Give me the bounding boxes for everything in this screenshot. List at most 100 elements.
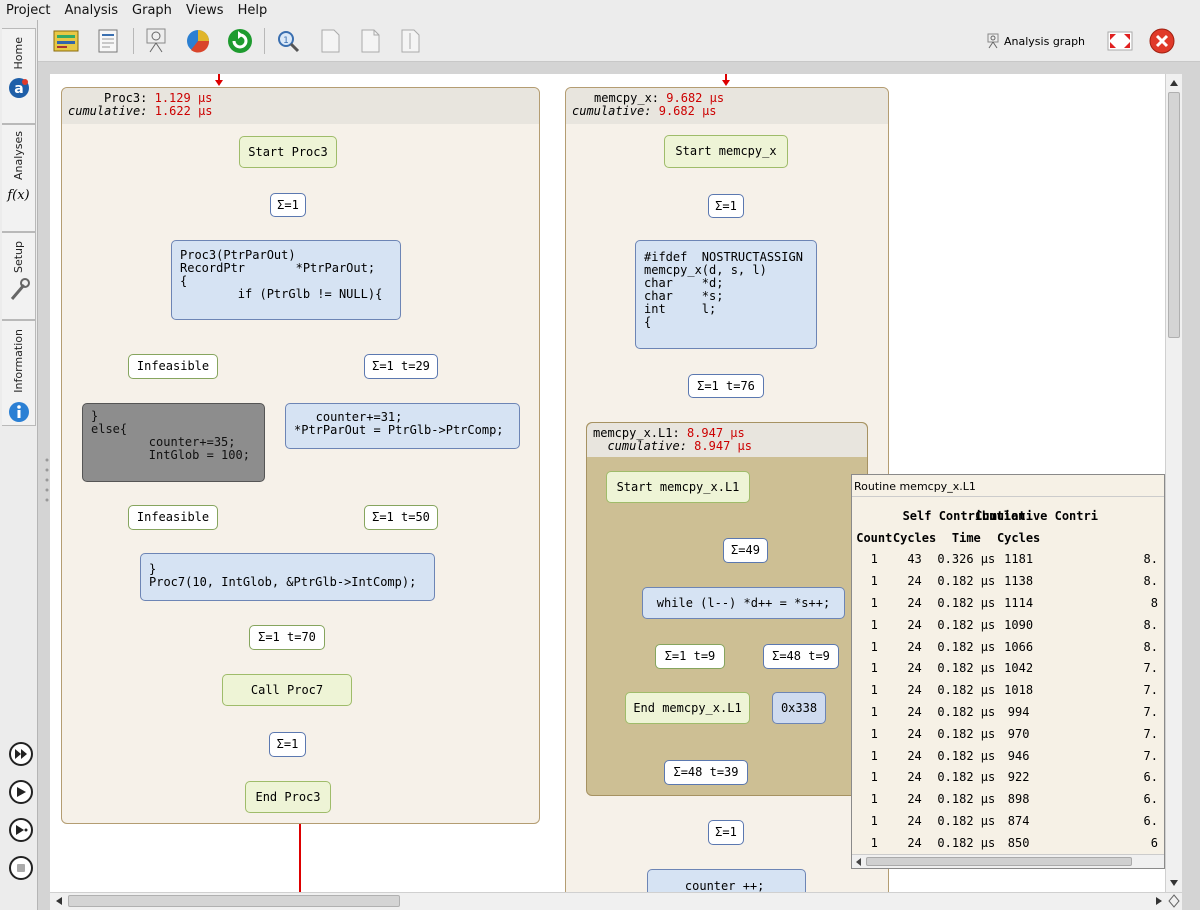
edge-count-label[interactable]: Σ=1 t=76 bbox=[688, 374, 764, 398]
code-block[interactable]: counter ++; bbox=[647, 869, 806, 892]
edge-count-label[interactable]: Σ=1 t=70 bbox=[249, 625, 325, 650]
edge-count-label[interactable]: Σ=1 t=29 bbox=[364, 354, 438, 379]
fast-forward-icon[interactable] bbox=[9, 742, 33, 766]
col-self-cycles[interactable]: Cycles bbox=[892, 530, 937, 545]
col-self-time[interactable]: Time bbox=[951, 530, 981, 545]
edge-count-label[interactable]: Σ=48 t=9 bbox=[763, 644, 839, 669]
infeasible-code-block[interactable]: } else{ counter+=35; IntGlob = 100; bbox=[82, 403, 265, 482]
horizontal-scrollbar[interactable] bbox=[50, 892, 1182, 910]
page-icon[interactable] bbox=[316, 27, 344, 55]
navigator-icon[interactable] bbox=[1167, 893, 1181, 909]
infeasible-edge-label[interactable]: Infeasible bbox=[128, 505, 218, 530]
tab-setup-label: Setup bbox=[12, 241, 25, 274]
start-node[interactable]: Start Proc3 bbox=[239, 136, 337, 168]
close-icon[interactable] bbox=[1148, 27, 1176, 55]
report-icon[interactable] bbox=[94, 27, 122, 55]
vertical-scrollbar[interactable] bbox=[1165, 74, 1182, 892]
tab-analyses[interactable]: Analyses f(x) bbox=[2, 124, 36, 232]
table-cell: 24 bbox=[907, 748, 922, 763]
table-cell: 1090 bbox=[1004, 617, 1034, 632]
edge-count-label[interactable]: Σ=1 bbox=[708, 194, 744, 218]
tab-information[interactable]: Information bbox=[2, 320, 36, 426]
fullscreen-icon[interactable] bbox=[1106, 27, 1134, 55]
timer-icon[interactable] bbox=[142, 27, 170, 55]
end-node[interactable]: End memcpy_x.L1 bbox=[625, 692, 750, 724]
project-icon[interactable] bbox=[52, 27, 80, 55]
edge-count-label[interactable]: Σ=1 bbox=[269, 732, 306, 757]
popup-hscrollbar[interactable] bbox=[852, 854, 1164, 868]
cumulative-time-value: 1.622 µs bbox=[154, 104, 213, 118]
play-icon[interactable] bbox=[9, 780, 33, 804]
scroll-down-icon[interactable] bbox=[1166, 876, 1182, 890]
menu-views[interactable]: Views bbox=[185, 2, 224, 18]
analysis-graph-button[interactable]: Analysis graph bbox=[986, 33, 1085, 49]
scroll-left-icon[interactable] bbox=[52, 893, 66, 909]
vscroll-thumb[interactable] bbox=[1168, 92, 1180, 338]
start-node[interactable]: Start memcpy_x bbox=[664, 135, 788, 168]
scroll-left-icon[interactable] bbox=[854, 856, 864, 868]
zoom-icon[interactable]: 1 bbox=[274, 27, 302, 55]
tab-home[interactable]: Home a bbox=[2, 28, 36, 124]
table-cell: 8. bbox=[1143, 639, 1158, 654]
table-cell: 1 bbox=[870, 574, 878, 589]
code-block[interactable]: #ifdef NOSTRUCTASSIGN memcpy_x(d, s, l) … bbox=[635, 240, 817, 349]
table-cell: 1181 bbox=[1004, 552, 1034, 567]
pie-chart-icon[interactable] bbox=[184, 27, 212, 55]
scroll-up-icon[interactable] bbox=[1166, 76, 1182, 90]
step-icon[interactable] bbox=[9, 818, 33, 842]
table-cell: 970 bbox=[1007, 726, 1030, 741]
menu-help[interactable]: Help bbox=[237, 2, 268, 18]
sidebar: Home a Analyses f(x) Setup Information bbox=[0, 20, 49, 910]
edge-count-label[interactable]: Σ=49 bbox=[723, 538, 768, 563]
call-node[interactable]: Call Proc7 bbox=[222, 674, 352, 706]
svg-text:a: a bbox=[14, 81, 23, 97]
code-block[interactable]: Proc3(PtrParOut) RecordPtr *PtrParOut; {… bbox=[171, 240, 401, 320]
code-block[interactable]: } Proc7(10, IntGlob, &PtrGlb->IntComp); bbox=[140, 553, 435, 601]
end-node[interactable]: End Proc3 bbox=[245, 781, 331, 813]
loop-code-block[interactable]: while (l--) *d++ = *s++; bbox=[642, 587, 845, 619]
routine-stats-popup[interactable]: Routine memcpy_x.L1 Self Contribution Cu… bbox=[851, 474, 1165, 869]
self-time-label: memcpy_x.L1: bbox=[593, 426, 680, 440]
page-split-icon[interactable] bbox=[396, 27, 424, 55]
refresh-icon[interactable] bbox=[226, 27, 254, 55]
tab-analyses-label: Analyses bbox=[12, 131, 25, 181]
menu-analysis[interactable]: Analysis bbox=[64, 2, 119, 18]
code-block[interactable]: counter+=31; *PtrParOut = PtrGlb->PtrCom… bbox=[285, 403, 520, 449]
infeasible-edge-label[interactable]: Infeasible bbox=[128, 354, 218, 379]
start-node[interactable]: Start memcpy_x.L1 bbox=[606, 471, 750, 503]
scroll-right-icon[interactable] bbox=[1152, 893, 1166, 909]
col-cum-cycles[interactable]: Cycles bbox=[996, 530, 1041, 545]
col-count[interactable]: Count bbox=[856, 530, 893, 545]
menu-project[interactable]: Project bbox=[6, 2, 51, 18]
edge-count-label[interactable]: Σ=1 t=9 bbox=[655, 644, 725, 669]
edge-count-label[interactable]: Σ=1 bbox=[708, 820, 744, 845]
tab-home-label: Home bbox=[12, 37, 25, 70]
address-node[interactable]: 0x338 bbox=[772, 692, 826, 724]
scroll-thumb[interactable] bbox=[866, 857, 1132, 866]
page-fold-icon[interactable] bbox=[356, 27, 384, 55]
edge-count-label[interactable]: Σ=1 bbox=[270, 193, 306, 217]
menu-graph[interactable]: Graph bbox=[132, 2, 172, 18]
hscroll-thumb[interactable] bbox=[68, 895, 400, 907]
tab-setup[interactable]: Setup bbox=[2, 232, 36, 320]
stop-icon[interactable] bbox=[9, 856, 33, 880]
table-cell: 1 bbox=[870, 748, 878, 763]
edge-count-label[interactable]: Σ=1 t=50 bbox=[364, 505, 438, 530]
table-cell: 0.182 µs bbox=[937, 705, 996, 720]
resize-handle[interactable] bbox=[44, 456, 50, 508]
edge-count-label[interactable]: Σ=48 t=39 bbox=[664, 760, 748, 785]
